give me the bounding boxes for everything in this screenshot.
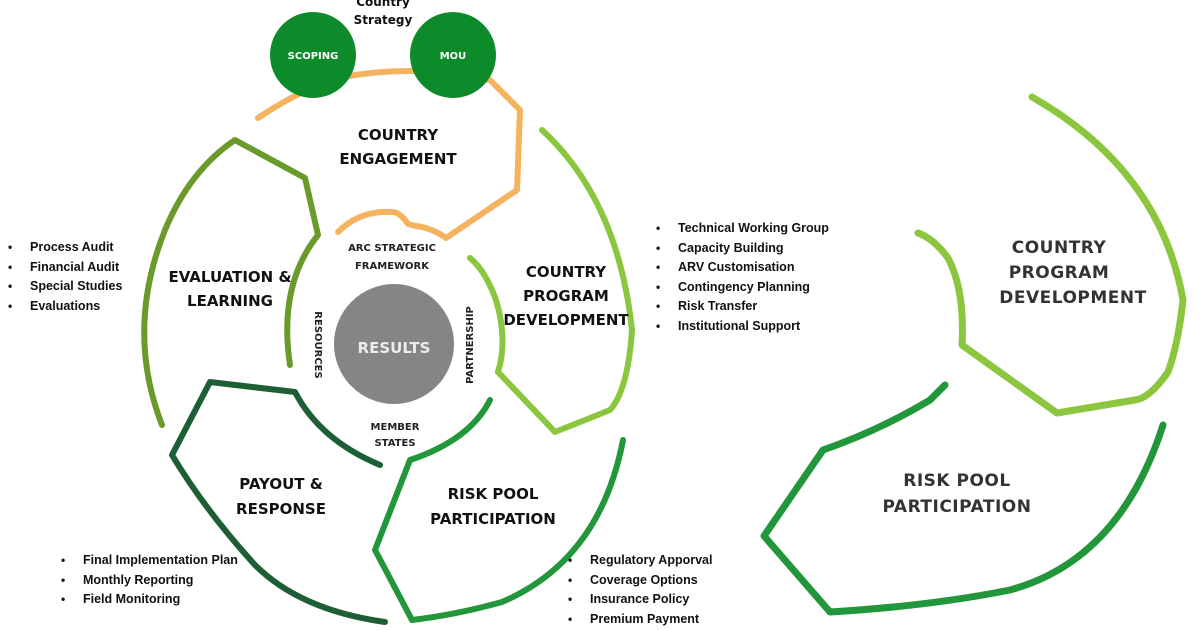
results-circle <box>334 284 454 404</box>
scoping-label: SCOPING <box>288 51 339 62</box>
list-item: Technical Working Group <box>656 219 829 239</box>
payout-response-label-2: RESPONSE <box>236 500 326 518</box>
evaluation-learning-arc <box>141 137 321 428</box>
list-item: Evaluations <box>8 297 122 317</box>
mou-circle <box>410 12 496 98</box>
scoping-circle <box>270 12 356 98</box>
list-item: Regulatory Apporval <box>568 551 712 571</box>
list-item: Special Studies <box>8 277 122 297</box>
program-development-label-1: COUNTRY <box>526 263 607 281</box>
evaluation-activities-list: Process Audit Financial Audit Special St… <box>8 238 122 316</box>
zoom-risk-pool-label-1: RISK POOL <box>903 471 1010 491</box>
risk-pool-activities-list: Regulatory Apporval Coverage Options Ins… <box>568 551 712 629</box>
country-engagement-label-1: COUNTRY <box>358 126 439 144</box>
program-development-activities-list: Technical Working Group Capacity Buildin… <box>656 219 829 336</box>
payout-response-label-1: PAYOUT & <box>239 475 323 493</box>
list-item: Monthly Reporting <box>61 571 238 591</box>
list-item: Coverage Options <box>568 571 712 591</box>
list-item: Risk Transfer <box>656 297 829 317</box>
evaluation-learning-label-1: EVALUATION & <box>168 268 291 286</box>
resources-label: RESOURCES <box>312 311 323 378</box>
list-item: Capacity Building <box>656 239 829 259</box>
list-item: Contingency Planning <box>656 278 829 298</box>
country-engagement-label-2: ENGAGEMENT <box>339 150 457 168</box>
payout-activities-list: Final Implementation Plan Monthly Report… <box>61 551 238 610</box>
arc-framework-label-2: FRAMEWORK <box>355 261 430 272</box>
evaluation-learning-label-2: LEARNING <box>187 292 273 310</box>
country-strategy-label-2: Strategy <box>354 13 413 27</box>
list-item: Financial Audit <box>8 258 122 278</box>
zoom-risk-pool-label-2: PARTICIPATION <box>883 497 1032 517</box>
mou-label: MOU <box>440 51 467 62</box>
zoom-program-label-3: DEVELOPMENT <box>999 288 1147 308</box>
risk-pool-label-1: RISK POOL <box>448 485 539 503</box>
list-item: ARV Customisation <box>656 258 829 278</box>
arc-framework-label-1: ARC STRATEGIC <box>348 243 436 254</box>
risk-pool-participation-arc <box>372 397 626 623</box>
zoom-program-label-1: COUNTRY <box>1012 238 1107 258</box>
list-item: Premium Payment <box>568 610 712 630</box>
results-label: RESULTS <box>358 339 431 357</box>
zoom-program-development-arc <box>914 93 1187 417</box>
list-item: Final Implementation Plan <box>61 551 238 571</box>
program-development-label-2: PROGRAM <box>523 287 609 305</box>
list-item: Process Audit <box>8 238 122 258</box>
list-item: Institutional Support <box>656 317 829 337</box>
risk-pool-label-2: PARTICIPATION <box>430 510 556 528</box>
zoom-risk-pool-arc <box>760 381 1167 616</box>
partnership-label: PARTNERSHIP <box>465 306 476 384</box>
program-development-label-3: DEVELOPMENT <box>503 311 629 329</box>
payout-response-arc <box>169 379 388 625</box>
zoom-program-label-2: PROGRAM <box>1009 263 1110 283</box>
country-strategy-label-1: Country <box>356 0 410 9</box>
member-states-label-1: MEMBER <box>371 422 420 433</box>
list-item: Insurance Policy <box>568 590 712 610</box>
member-states-label-2: STATES <box>374 438 415 449</box>
list-item: Field Monitoring <box>61 590 238 610</box>
country-program-development-arc <box>467 127 635 435</box>
